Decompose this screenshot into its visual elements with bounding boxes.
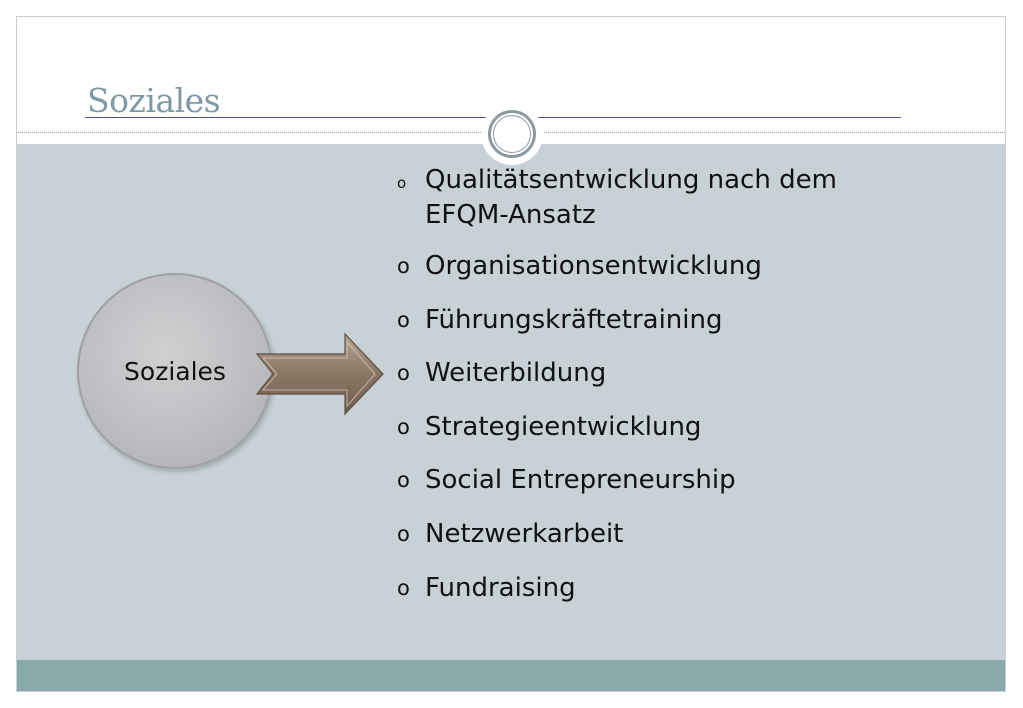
topic-circle: Soziales — [77, 273, 273, 469]
topic-circle-label: Soziales — [124, 356, 226, 386]
bullet-glyph: o — [397, 575, 410, 600]
ornament-outer-ring — [488, 110, 536, 158]
list-item-text: Organisationsentwicklung — [425, 251, 762, 281]
ornament-inner-ring — [493, 115, 531, 153]
bullet-glyph: o — [397, 254, 410, 278]
list-item-text: Strategieentwicklung — [425, 411, 702, 442]
list-item: o Strategieentwicklung — [397, 410, 917, 445]
bullet-glyph: o — [397, 361, 410, 386]
double-ring-icon — [481, 103, 543, 165]
list-item: o Netzwerkarbeit — [397, 517, 917, 552]
topic-list: o Qualitätsentwicklung nach dem EFQM-Ans… — [397, 163, 917, 624]
list-item-text: Social Entrepreneurship — [425, 465, 736, 496]
bullet-glyph: o — [397, 414, 410, 439]
slide: Soziales Soziales o Qualitätsentwicklung… — [16, 16, 1006, 692]
footer-band — [17, 660, 1005, 691]
list-item: o Weiterbildung — [397, 356, 917, 391]
list-item-text: Führungskräftetraining — [425, 304, 723, 335]
bullet-glyph: o — [397, 174, 407, 192]
slide-title: Soziales — [87, 81, 221, 120]
right-arrow-icon — [255, 332, 384, 416]
list-item-text: Fundraising — [425, 572, 576, 603]
list-item: o Social Entrepreneurship — [397, 463, 917, 498]
list-item-text: Netzwerkarbeit — [425, 518, 624, 549]
list-item: o Führungskräftetraining — [397, 303, 917, 338]
list-item: o Qualitätsentwicklung nach dem EFQM-Ans… — [397, 163, 917, 233]
bullet-glyph: o — [397, 307, 410, 332]
list-item: o Organisationsentwicklung — [397, 249, 917, 284]
bullet-glyph: o — [397, 521, 410, 546]
list-item-text: Qualitätsentwicklung nach dem EFQM-Ansat… — [425, 165, 837, 230]
list-item: o Fundraising — [397, 571, 917, 606]
list-item-text: Weiterbildung — [425, 358, 607, 389]
bullet-glyph: o — [397, 468, 410, 493]
